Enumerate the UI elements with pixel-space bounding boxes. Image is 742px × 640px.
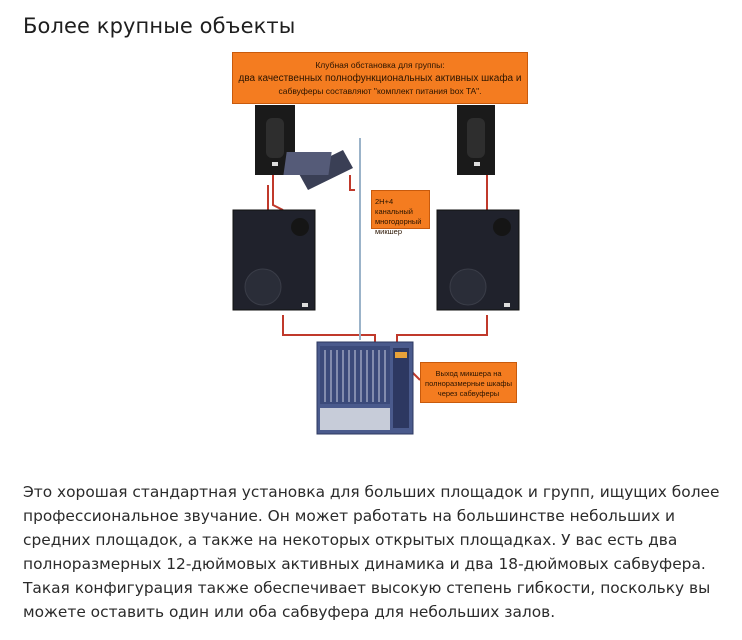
section-heading: Более крупные объекты (23, 14, 296, 38)
main-mixer (316, 341, 414, 435)
diagram-graphics (232, 105, 520, 435)
right-subwoofer (436, 209, 520, 311)
output-note-box: Выход микшера на полноразмерные шкафы че… (420, 362, 517, 403)
stage-box (283, 150, 353, 190)
mixer-note-line-1: 2Н+4 канальный (375, 197, 413, 216)
top-note-box: Клубная обстановка для группы: два качес… (232, 52, 528, 104)
output-note-line-2: полноразмерные шкафы (425, 379, 512, 388)
mixer-note-box: 2Н+4 канальный многодорный микшер (371, 190, 430, 236)
cable-mixer-link (349, 175, 355, 191)
sound-setup-diagram: Клубная обстановка для группы: два качес… (225, 50, 535, 440)
cable-left-top (272, 175, 284, 211)
right-top-speaker (457, 105, 495, 175)
top-note-line-1: Клубная обстановка для группы: (315, 60, 445, 70)
output-note-line-3: через сабвуферы (437, 389, 500, 398)
left-subwoofer (232, 209, 316, 311)
top-note-line-2: два качественных полнофункциональных акт… (238, 73, 522, 84)
output-note-line-1: Выход микшера на (435, 369, 502, 378)
description-paragraph: Это хорошая стандартная установка для бо… (23, 483, 720, 621)
top-note-line-3: сабвуферы составляют "комплект питания b… (278, 86, 482, 96)
mixer-note-line-3: микшер (375, 227, 402, 236)
mixer-note-line-2: многодорный (375, 217, 422, 226)
